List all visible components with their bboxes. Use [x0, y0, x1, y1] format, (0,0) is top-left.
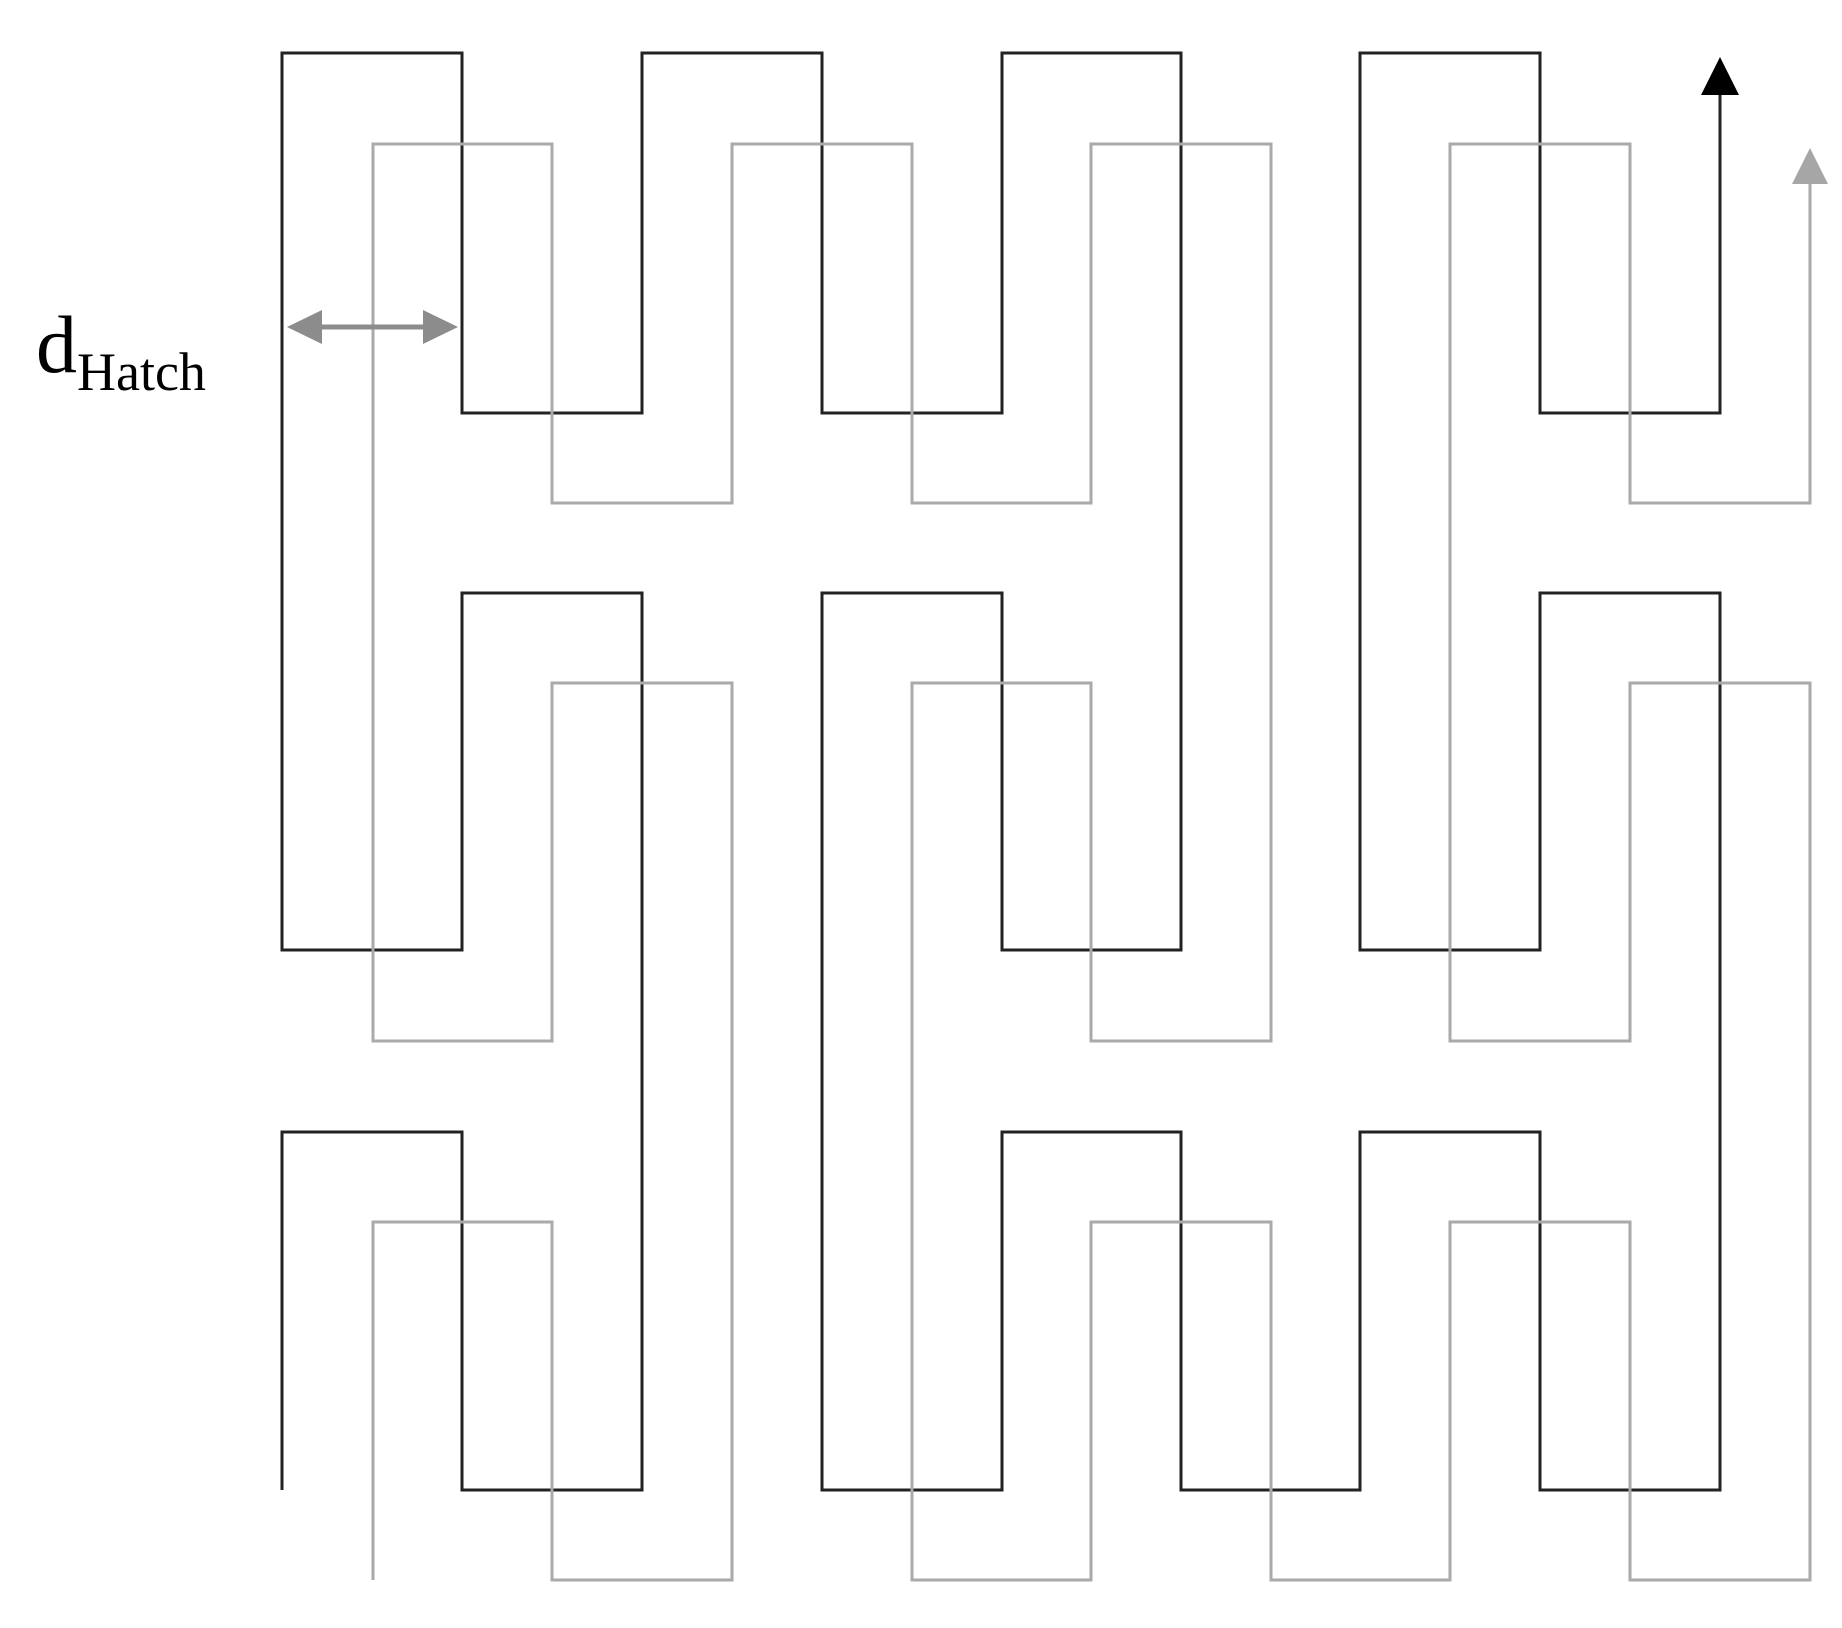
scan-path-layer-1	[280, 51, 1722, 1492]
scan-path-layer-2-arrowhead	[1792, 148, 1828, 184]
hatch-distance-dimension-arrow	[287, 310, 458, 344]
scan-path-layer-2	[371, 142, 1812, 1582]
hatch-distance-label-main: d	[36, 299, 77, 390]
hatch-distance-label-subscript: Hatch	[77, 342, 206, 402]
hatch-distance-label: dHatch	[36, 299, 206, 402]
scan-path-layer-1-arrowhead	[1701, 57, 1739, 95]
